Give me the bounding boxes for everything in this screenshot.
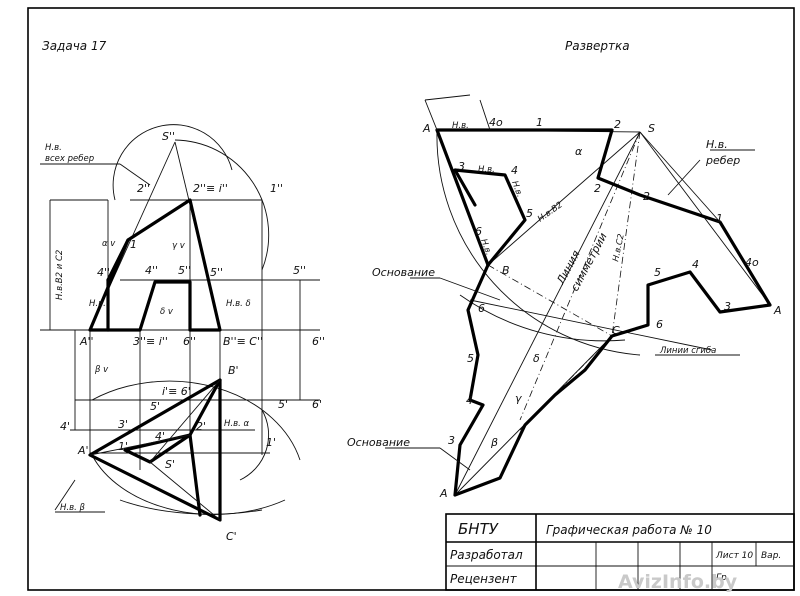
r-label-nv-edges-1: Н.в. [706, 138, 728, 151]
label-p5pp: 5'' [178, 264, 191, 277]
r-label-nv3: Н.в. [509, 180, 524, 199]
r-label-5c: 5 [467, 352, 474, 365]
r-label-4b: 4 [692, 258, 699, 271]
label-p5p: 5' [150, 400, 160, 413]
r-label-5: 5 [526, 207, 533, 220]
label-a2: A'' [79, 335, 94, 348]
r-label-6b: 6 [478, 302, 485, 315]
left-title: Задача 17 [42, 39, 107, 53]
tb-sheet: Лист 10 [715, 551, 753, 561]
r-label-a-bottom: A [439, 487, 448, 500]
label-p6pp-r: 6'' [312, 335, 325, 348]
label-p4pp-b: 4'' [145, 264, 158, 277]
sheet-frame [27, 7, 795, 591]
r-label-6: 6 [475, 225, 482, 238]
label-sp: S' [165, 458, 175, 471]
r-label-4: 4 [511, 164, 518, 177]
r-label-3b: 3 [724, 300, 731, 313]
tb-developed: Разработал [450, 548, 523, 562]
label-cp: C' [226, 530, 237, 543]
r-label-4o: 4о [489, 116, 503, 129]
label-alpha-v: α v [102, 239, 116, 249]
label-p1pp: 1'' [270, 182, 283, 195]
label-n1: 1 [130, 238, 137, 251]
r-label-1b: 1 [716, 212, 723, 225]
tb-org: БНТУ [458, 520, 499, 538]
label-nv-all-edges-2: всех ребер [45, 154, 94, 164]
right-development-drawing [385, 94, 772, 497]
label-p4pp: 4'' [97, 266, 110, 279]
r-label-4c: 4 [466, 394, 473, 407]
r-label-a-right: A [773, 304, 782, 317]
r-label-nv-edges-2: ребер [705, 154, 740, 167]
r-label-b: B [502, 264, 510, 277]
r-label-5b: 5 [654, 266, 661, 279]
label-p3eq: 3''≡ i'' [133, 335, 168, 348]
r-label-osn2: Основание [347, 436, 410, 449]
label-p6p-r: 6' [312, 398, 322, 411]
label-p5pp-b: 5'' [210, 266, 223, 279]
watermark: AvizInfo.by [618, 571, 738, 593]
label-p1p: 1' [118, 440, 128, 453]
label-p2: 2'' [137, 182, 150, 195]
r-label-1: 1 [536, 116, 543, 129]
tb-work: Графическая работа № 10 [546, 523, 712, 537]
r-label-2a: 2 [594, 182, 601, 195]
tb-reviewer: Рецензент [450, 572, 518, 586]
r-label-gamma: γ [515, 392, 522, 405]
label-p2p: 2' [196, 420, 206, 433]
label-p3p: 3' [118, 418, 128, 431]
r-label-nvb2: Н.в.В2 [536, 200, 565, 224]
title-block [445, 513, 795, 591]
r-label-3c: 3 [448, 434, 455, 447]
label-nv-delta: Н.в. δ [226, 299, 251, 309]
r-label-6c: 6 [656, 318, 663, 331]
r-label-s: S [648, 122, 655, 135]
r-label-nv4: Н.в. [478, 238, 493, 257]
r-label-3: 3 [458, 160, 465, 173]
label-p4p-in: 4' [155, 430, 165, 443]
label-nv-b2c2: Н.в.В2 и С2 [55, 250, 65, 300]
r-label-osn1: Основание [372, 266, 435, 279]
tb-gr: Гр. [716, 573, 730, 583]
label-bp: B' [228, 364, 239, 377]
label-ap: A' [77, 444, 89, 457]
r-label-alpha: α [575, 145, 583, 158]
label-s2: S'' [162, 130, 175, 143]
label-p2eq: 2''≡ i'' [193, 182, 228, 195]
label-nv-alpha: Н.в. α [224, 419, 250, 429]
label-p5pp-r: 5'' [293, 264, 306, 277]
label-nv-beta: Н.в. β [60, 503, 86, 513]
label-delta-v: δ v [160, 307, 174, 317]
label-p4p: 4' [60, 420, 70, 433]
r-label-delta: δ [533, 352, 540, 365]
label-beta-v: β v [94, 365, 109, 375]
label-p5p-r: 5' [278, 398, 288, 411]
label-gamma-v: γ v [172, 241, 186, 251]
r-label-a-top: A [422, 122, 431, 135]
r-label-nv1: Н.в. [452, 121, 469, 131]
left-orthographic-drawing [40, 124, 320, 522]
r-label-fold: Линии сгиба [659, 346, 716, 356]
label-i3eq6: i'≡ 6' [162, 385, 191, 398]
r-label-beta: β [490, 436, 498, 449]
r-label-2b: 2 [643, 190, 650, 203]
label-nv-all-edges-1: Н.в. [45, 143, 62, 153]
r-label-nv2: Н.в. [478, 165, 495, 175]
tb-var: Вар. [761, 551, 781, 561]
label-b2c2: B''≡ C'' [223, 335, 263, 348]
r-label-c: C [612, 324, 620, 337]
label-p6pp: 6'' [183, 335, 196, 348]
r-label-2-top: 2 [614, 118, 621, 131]
label-p1p-r: 1' [266, 436, 276, 449]
right-title: Развертка [565, 39, 630, 53]
r-label-4ob: 4о [745, 256, 759, 269]
label-nv-small: Н.в. [89, 299, 106, 309]
